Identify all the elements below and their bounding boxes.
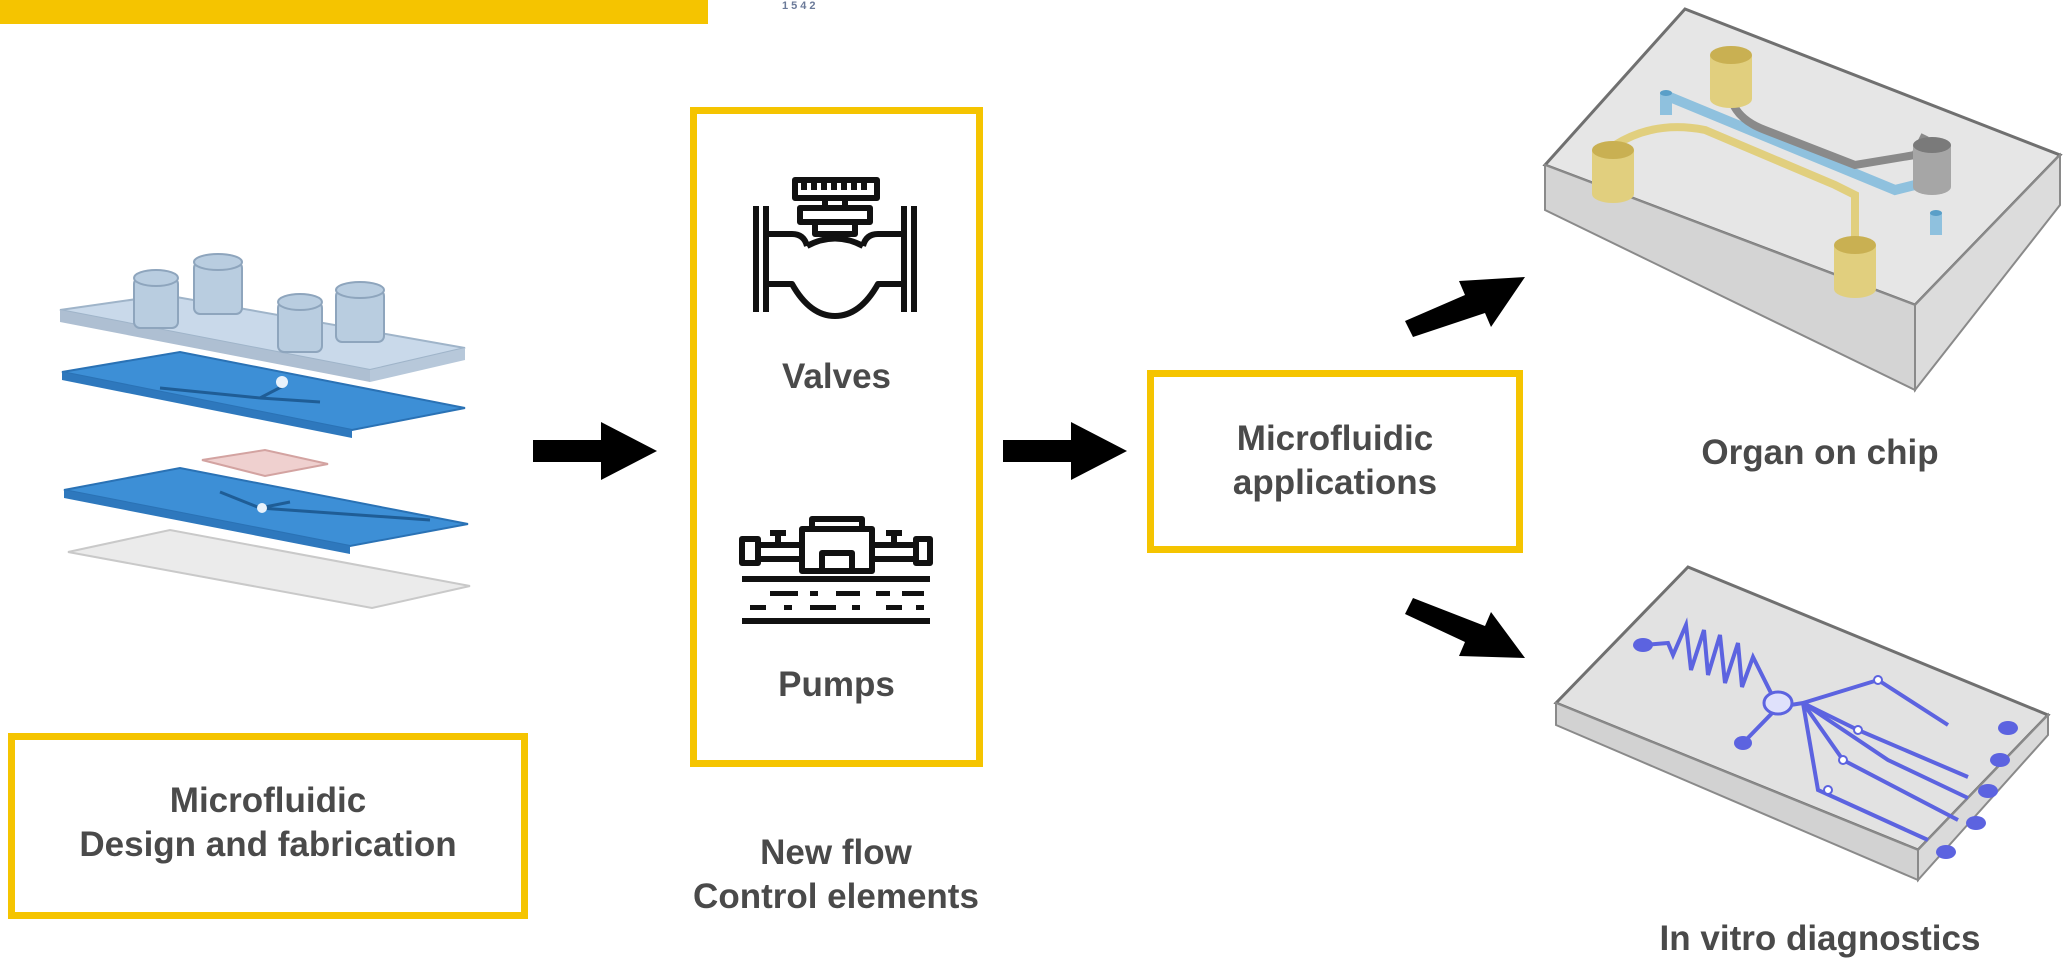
organ-on-chip-label: Organ on chip [1701,433,1939,472]
control-caption-line2: Control elements [693,877,979,916]
applications-box [1147,370,1523,553]
exploded-chip-illustration [59,253,471,610]
arrow-down-right-icon [1405,598,1525,658]
page-number: 1542 [782,0,819,12]
pump-icon [739,516,933,624]
in-vitro-label: In vitro diagnostics [1659,919,1981,958]
applications-line2: applications [1232,463,1438,502]
control-caption-line1: New flow [760,833,912,872]
valves-label: Valves [782,357,891,396]
fabrication-title-line1: Microfluidic [169,781,367,820]
valve-icon [753,177,917,319]
arrow-right-icon [533,422,657,480]
arrow-right-icon [1003,422,1127,480]
arrow-up-right-icon [1405,277,1525,337]
top-accent-bar [0,0,708,24]
fabrication-title-line2: Design and fabrication [79,825,457,864]
control-elements-box [690,107,983,767]
applications-line1: Microfluidic [1236,419,1434,458]
fabrication-box [8,733,528,919]
organ-on-chip-illustration [1542,7,2063,393]
pumps-label: Pumps [778,665,895,704]
in-vitro-chip-illustration [1553,565,2051,883]
